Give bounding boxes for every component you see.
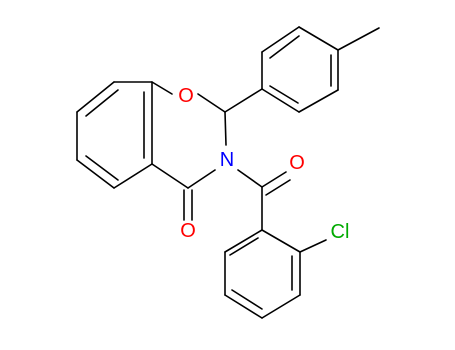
benzo-ring bbox=[76, 81, 153, 189]
oxazine-ring bbox=[151, 81, 227, 189]
lactam-carbonyl bbox=[183, 189, 193, 221]
ring-nitrogen-label: N bbox=[220, 149, 234, 171]
chlorine-label: Cl bbox=[331, 221, 350, 243]
ring-oxygen-label: O bbox=[178, 85, 194, 107]
benzoyl-group bbox=[224, 169, 327, 319]
benzoyl-oxygen-label: O bbox=[289, 152, 305, 174]
lactam-oxygen-label: O bbox=[180, 220, 196, 242]
tolyl-group bbox=[224, 26, 380, 113]
